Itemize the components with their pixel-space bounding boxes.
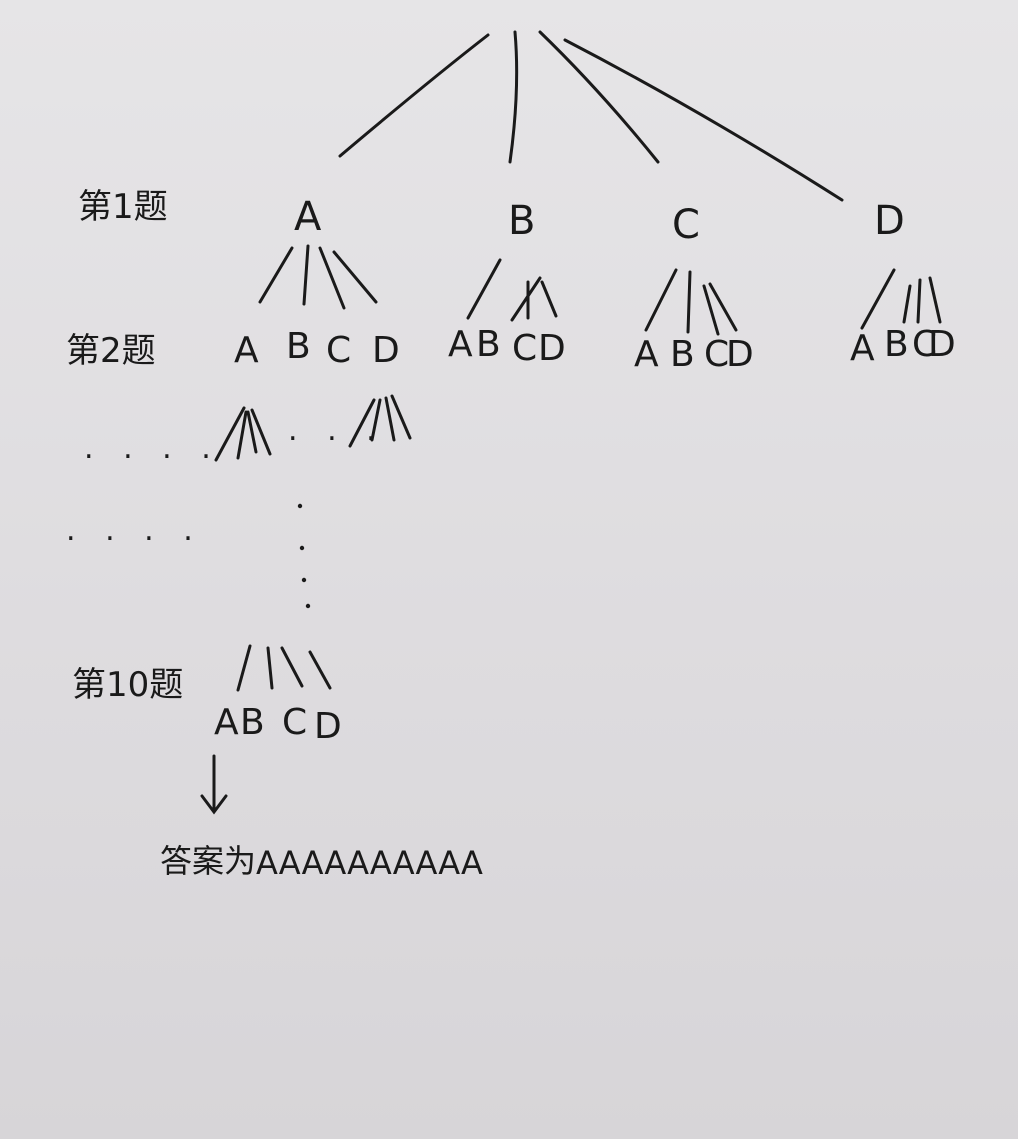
root-to-c-line [538, 30, 660, 164]
branch-line [266, 646, 274, 690]
branch-line [302, 244, 310, 306]
branch-line [236, 410, 248, 460]
branch-line [644, 268, 678, 332]
root-to-b-line [508, 30, 519, 164]
level10-branches [236, 644, 332, 692]
level2-node: B [884, 324, 909, 365]
branch-line [318, 246, 346, 310]
branch-line [236, 644, 252, 692]
branch-line [686, 270, 692, 334]
branch-line [250, 408, 272, 456]
level1-node-b: B [508, 198, 535, 244]
answer-prefix: 答案为 [160, 842, 256, 880]
answer-value: AAAAAAAAAA [256, 844, 483, 882]
branch-line [332, 250, 378, 304]
level2-node: B [670, 334, 695, 375]
level2-node: D [726, 334, 754, 375]
dot [305, 603, 311, 609]
level1-branches [258, 244, 942, 336]
level1-nodes: A B C D [294, 194, 905, 248]
level10-node: B [240, 702, 265, 743]
dot [299, 545, 305, 551]
branch-line [348, 398, 376, 448]
branch-line [280, 646, 304, 688]
branch-line [902, 284, 912, 324]
level2-node: D [928, 324, 956, 365]
dot [297, 503, 303, 509]
root-to-d-line [563, 38, 844, 202]
level1-node-c: C [672, 202, 700, 248]
level2-node: C [512, 328, 537, 369]
branch-line [466, 258, 502, 320]
level10-node: C [282, 702, 307, 743]
level2-node: C [704, 334, 729, 375]
branch-line [708, 282, 738, 332]
root-branches [338, 30, 844, 202]
level2-node: A [850, 328, 875, 369]
arrow-head [200, 794, 228, 815]
row-label-q10: 第10题 [72, 665, 183, 705]
level2-node: A [234, 330, 259, 371]
level3-branches [214, 394, 412, 462]
row-label-q2: 第2题 [66, 331, 156, 371]
root-to-a-line [338, 33, 490, 158]
branch-line [510, 276, 542, 322]
level2-node: A [634, 334, 659, 375]
level1-node-d: D [874, 198, 905, 244]
vertical-ellipsis [297, 503, 311, 609]
level2-node: B [476, 324, 501, 365]
ellipsis-row4: . . . . [66, 513, 203, 548]
level10-node: A [214, 702, 239, 743]
ellipsis-left: . . . . [84, 431, 221, 466]
branch-line [928, 276, 942, 324]
level2-node: D [372, 330, 400, 371]
branch-line [214, 406, 246, 462]
branch-line [702, 284, 720, 336]
dot [301, 577, 307, 583]
level2-node: C [326, 330, 351, 371]
branch-line [390, 394, 412, 440]
level2-node: D [538, 328, 566, 369]
level2-node: A [448, 324, 473, 365]
branch-line [860, 268, 896, 330]
down-arrow-icon [200, 754, 228, 815]
level2-node: B [286, 326, 311, 367]
branch-line [246, 410, 258, 454]
level1-node-a: A [294, 194, 322, 240]
level10-nodes: A B C D [214, 702, 342, 747]
branch-line [540, 280, 558, 318]
row-label-q1: 第1题 [78, 187, 168, 227]
branch-line [370, 398, 382, 442]
ellipsis-middle: . . . [288, 413, 386, 448]
branch-line [308, 650, 332, 690]
level2-nodes: A B C D A B C D A B C D A B C D [234, 324, 956, 375]
branch-line [258, 246, 294, 304]
level10-node: D [314, 706, 342, 747]
level2-node: C [912, 324, 937, 365]
branch-line [384, 396, 396, 442]
branch-line [916, 278, 922, 324]
